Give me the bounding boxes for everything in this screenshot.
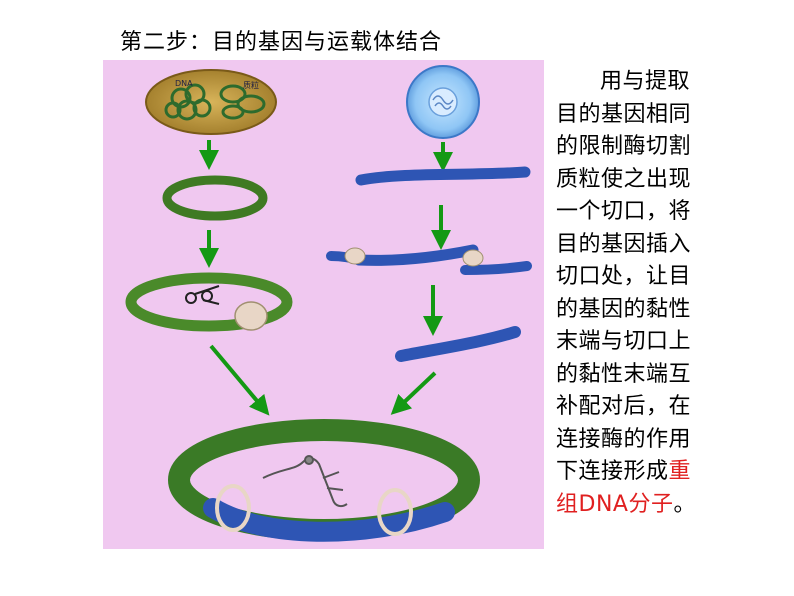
step-title: 第二步：目的基因与运载体结合: [120, 30, 443, 55]
bacterial-dna: [164, 83, 212, 121]
sticky-end-left: [234, 301, 268, 331]
plasmids-in-bacterium: [219, 84, 266, 120]
explanation-line: 用与提取: [600, 69, 691, 94]
explanation-text: 用与提取 目的基因相同 的限制酶切割 质粒使之出现 一个切口，将 目的基因插入 …: [556, 66, 756, 521]
scissors-icon: [185, 285, 220, 305]
plasmid-ring: [162, 175, 268, 221]
inserted-gene-segment: [203, 498, 455, 542]
explanation-line: 组DNA分子。: [556, 491, 696, 517]
explanation-line: 质粒使之出现: [556, 166, 692, 192]
highlight-text: 重: [668, 459, 692, 484]
plasmid-label: 质粒: [243, 80, 259, 90]
donor-cell: [406, 65, 480, 139]
explanation-line: 一个切口，将: [556, 199, 692, 224]
ligase-enzyme: [262, 455, 348, 508]
explanation-line: 目的基因相同: [556, 101, 692, 127]
explanation-line: 连接酶的作用: [556, 426, 692, 452]
junction-right: [377, 488, 413, 536]
recombination-diagram: DNA 质粒: [125, 65, 532, 542]
arrow-gene-to-recombinant: [390, 371, 437, 415]
explanation-line: 下连接形成重: [556, 459, 692, 484]
recombinant-plasmid: [168, 419, 480, 542]
explanation-line: 末端与切口上: [556, 329, 692, 354]
explanation-line: 的黏性末端互: [556, 361, 692, 387]
arrow-plasmid-to-recombinant: [209, 344, 270, 416]
cut-dna-fragments: [326, 244, 532, 275]
explanation-line: 的限制酶切割: [556, 134, 692, 159]
explanation-line: 的基因的黏性: [556, 296, 692, 322]
diagram-panel: DNA 质粒: [103, 60, 544, 549]
donor-dna-strand: [355, 166, 531, 186]
bacterium: DNA 质粒: [145, 69, 277, 135]
explanation-line: 补配对后，在: [556, 394, 692, 419]
cut-plasmid: [125, 272, 293, 332]
target-gene-fragment: [395, 326, 521, 362]
explanation-line: 目的基因插入: [556, 231, 692, 257]
dna-label: DNA: [175, 79, 193, 88]
highlight-text: 组DNA分子: [556, 491, 674, 517]
explanation-line: 切口处，让目: [556, 264, 692, 289]
junction-left: [215, 484, 251, 532]
